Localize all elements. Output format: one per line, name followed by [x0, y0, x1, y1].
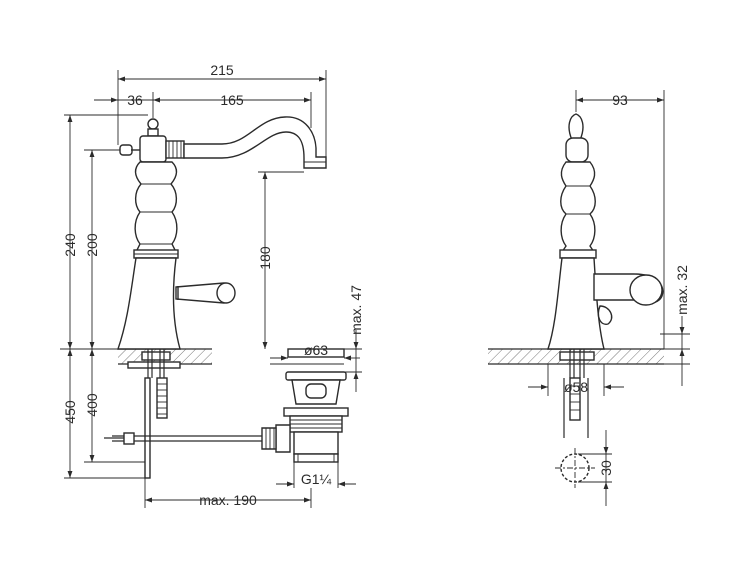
front-dimensions: 215 36 165 240 200 180 4 — [62, 62, 364, 508]
front-view: 215 36 165 240 200 180 4 — [60, 62, 364, 508]
dim-below-450: 450 — [62, 400, 78, 424]
tap-body — [117, 116, 327, 350]
dim-total-height: 240 — [62, 233, 78, 257]
side-view: 93 max. 32 ø58 30 — [488, 90, 690, 506]
dim-overall-reach: 215 — [210, 62, 234, 78]
side-tap-body — [547, 113, 664, 350]
popup-drain — [261, 348, 349, 463]
dim-handle-offset: 36 — [127, 92, 143, 108]
mounting-hole — [555, 448, 595, 488]
dim-drain-height: max. 47 — [348, 285, 364, 335]
underside-fittings — [104, 349, 262, 479]
dim-side-depth: 93 — [612, 92, 628, 108]
dim-hole-diameter: 30 — [598, 460, 614, 476]
dim-spout-reach: 165 — [220, 92, 244, 108]
side-dimensions: 93 max. 32 ø58 30 — [528, 90, 690, 506]
dim-handle-height: 200 — [84, 233, 100, 257]
side-underside — [559, 349, 595, 438]
dim-spout-clearance: 180 — [257, 246, 273, 270]
dim-rod-length: max. 190 — [199, 492, 257, 508]
dim-below-400: 400 — [84, 393, 100, 417]
dim-drain-diameter: ø63 — [304, 342, 328, 358]
dim-thread: G1¼ — [301, 471, 332, 487]
dim-side-max: max. 32 — [674, 265, 690, 315]
dim-base-diameter: ø58 — [564, 379, 588, 395]
